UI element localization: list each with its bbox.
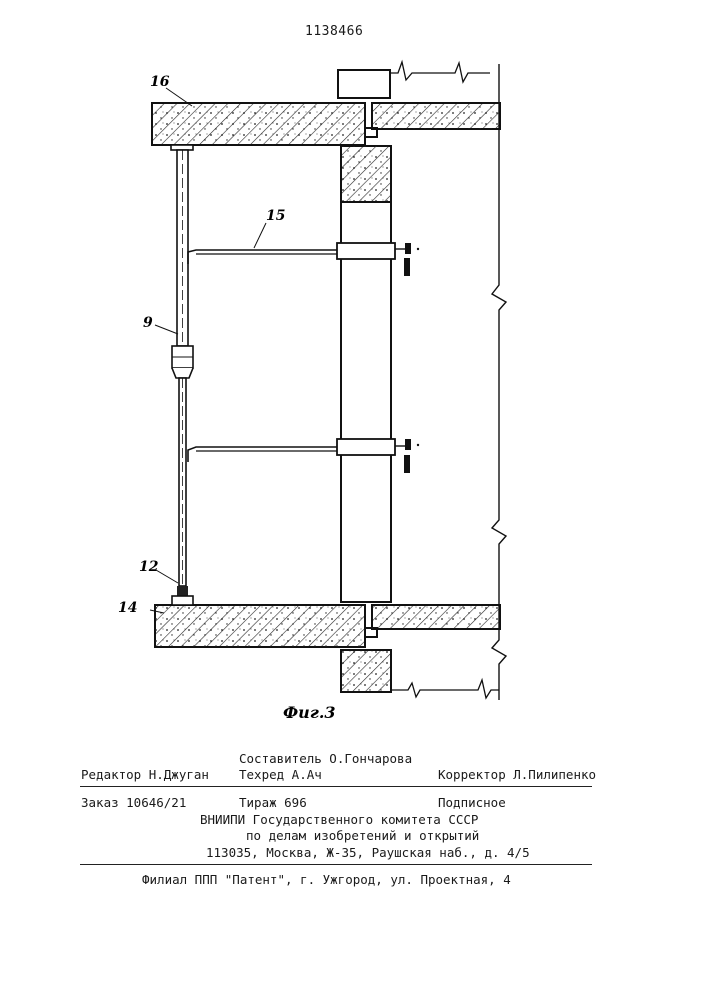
label-14: 14 xyxy=(118,600,137,616)
editor-line: Редактор Н.Джуган xyxy=(81,767,209,782)
imprint-rule-bottom xyxy=(80,864,592,865)
label-16: 16 xyxy=(150,74,170,90)
branch-line: Филиал ППП "Патент", г. Ужгород, ул. Про… xyxy=(142,872,511,887)
label-15: 15 xyxy=(266,208,285,224)
slab-bottom xyxy=(155,605,500,647)
org-line-2: по делам изобретений и открытий xyxy=(246,828,479,843)
slab-top xyxy=(152,103,500,145)
corrector-line: Корректор Л.Пилипенко xyxy=(438,767,596,782)
label-12: 12 xyxy=(139,559,159,575)
address-line: 113035, Москва, Ж-35, Раушская наб., д. … xyxy=(206,845,530,860)
screw-jack xyxy=(172,586,193,605)
circulation-line: Тираж 696 xyxy=(239,795,307,810)
leader-lines xyxy=(150,88,266,613)
telescopic-prop xyxy=(171,145,193,586)
org-line-1: ВНИИПИ Государственного комитета СССР xyxy=(200,812,478,827)
label-9: 9 xyxy=(143,315,153,331)
order-line: Заказ 10646/21 xyxy=(81,795,186,810)
imprint-rule-top xyxy=(80,786,592,787)
figure-caption: Фиг.3 xyxy=(283,703,336,722)
techred-line: Техред А.Ач xyxy=(239,767,322,782)
compiler-line: Составитель О.Гончарова xyxy=(239,751,412,766)
block-top xyxy=(338,62,490,98)
subscription-line: Подписное xyxy=(438,795,506,810)
